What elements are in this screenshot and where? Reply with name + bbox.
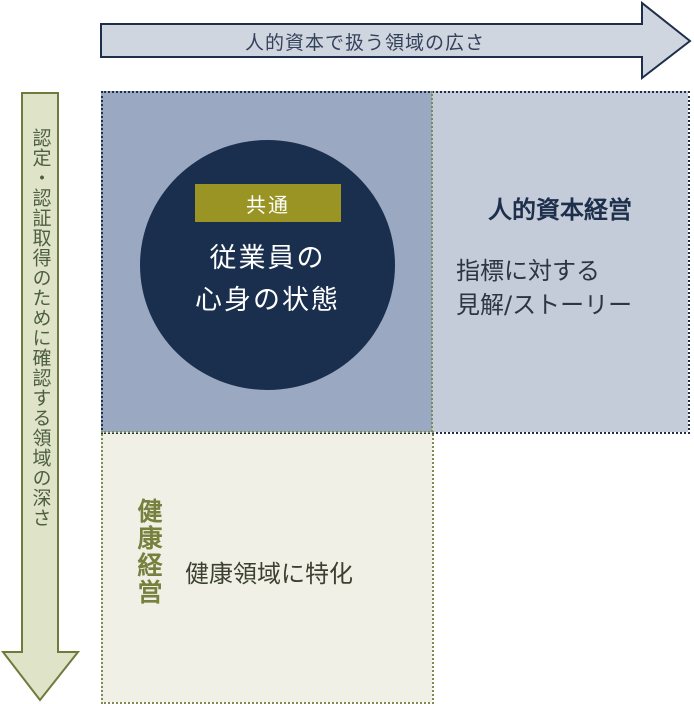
health-management-area [101,432,432,702]
employee-wellbeing-text: 従業員の 心身の状態 [195,243,340,316]
health-management-description: 健康領域に特化 [185,560,353,588]
horizontal-arrow-label: 人的資本で扱う領域の広さ [244,31,485,54]
human-capital-title: 人的資本経営 [488,196,632,224]
human-capital-description: 指標に対する 見解/ストーリー [456,257,633,319]
bottom-area-border [101,431,434,704]
vertical-arrow-label: 認定・認証取得のために確認する領域の深さ [29,128,52,528]
common-badge: 共通 [195,184,341,222]
vertical-arrow [0,92,81,702]
health-management-title: 健康経営 [134,498,163,606]
common-circle [140,140,395,390]
horizontal-arrow [100,0,692,80]
top-area-border [101,91,690,434]
area-divider [431,91,433,432]
